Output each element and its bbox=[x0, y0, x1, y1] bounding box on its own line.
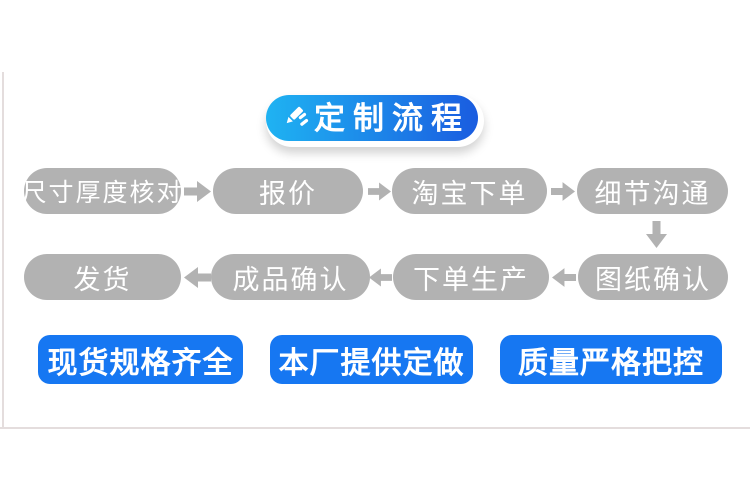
flow-step-shipping: 发货 bbox=[24, 254, 181, 300]
section-title-banner: 定制流程 bbox=[266, 95, 484, 147]
badge-stock-specs: 现货规格齐全 bbox=[38, 335, 243, 384]
arrow-left-icon bbox=[369, 267, 392, 288]
flow-step-detail-communication: 细节沟通 bbox=[577, 168, 728, 214]
arrow-right-icon bbox=[551, 181, 575, 202]
flow-step-order-production: 下单生产 bbox=[393, 254, 549, 300]
section-title: 定制流程 bbox=[314, 100, 470, 136]
flow-step-size-check: 尺寸厚度核对 bbox=[22, 168, 182, 214]
arrow-left-icon bbox=[184, 267, 211, 288]
badge-quality-control: 质量严格把控 bbox=[500, 335, 722, 384]
section-title-pill: 定制流程 bbox=[266, 95, 478, 141]
badge-factory-custom: 本厂提供定做 bbox=[270, 335, 473, 384]
panel-border-bottom bbox=[0, 427, 750, 429]
pencil-icon bbox=[282, 104, 310, 132]
arrow-right-icon bbox=[368, 181, 391, 202]
flow-step-drawing-confirm: 图纸确认 bbox=[578, 254, 728, 300]
arrow-left-icon bbox=[552, 267, 576, 288]
arrow-right-icon bbox=[184, 181, 211, 202]
flow-step-taobao-order: 淘宝下单 bbox=[392, 168, 547, 214]
flow-step-finished-product-confirm: 成品确认 bbox=[211, 254, 370, 300]
flow-step-quote: 报价 bbox=[213, 168, 363, 214]
panel-border-left bbox=[2, 72, 4, 428]
arrow-down-icon bbox=[646, 221, 667, 248]
